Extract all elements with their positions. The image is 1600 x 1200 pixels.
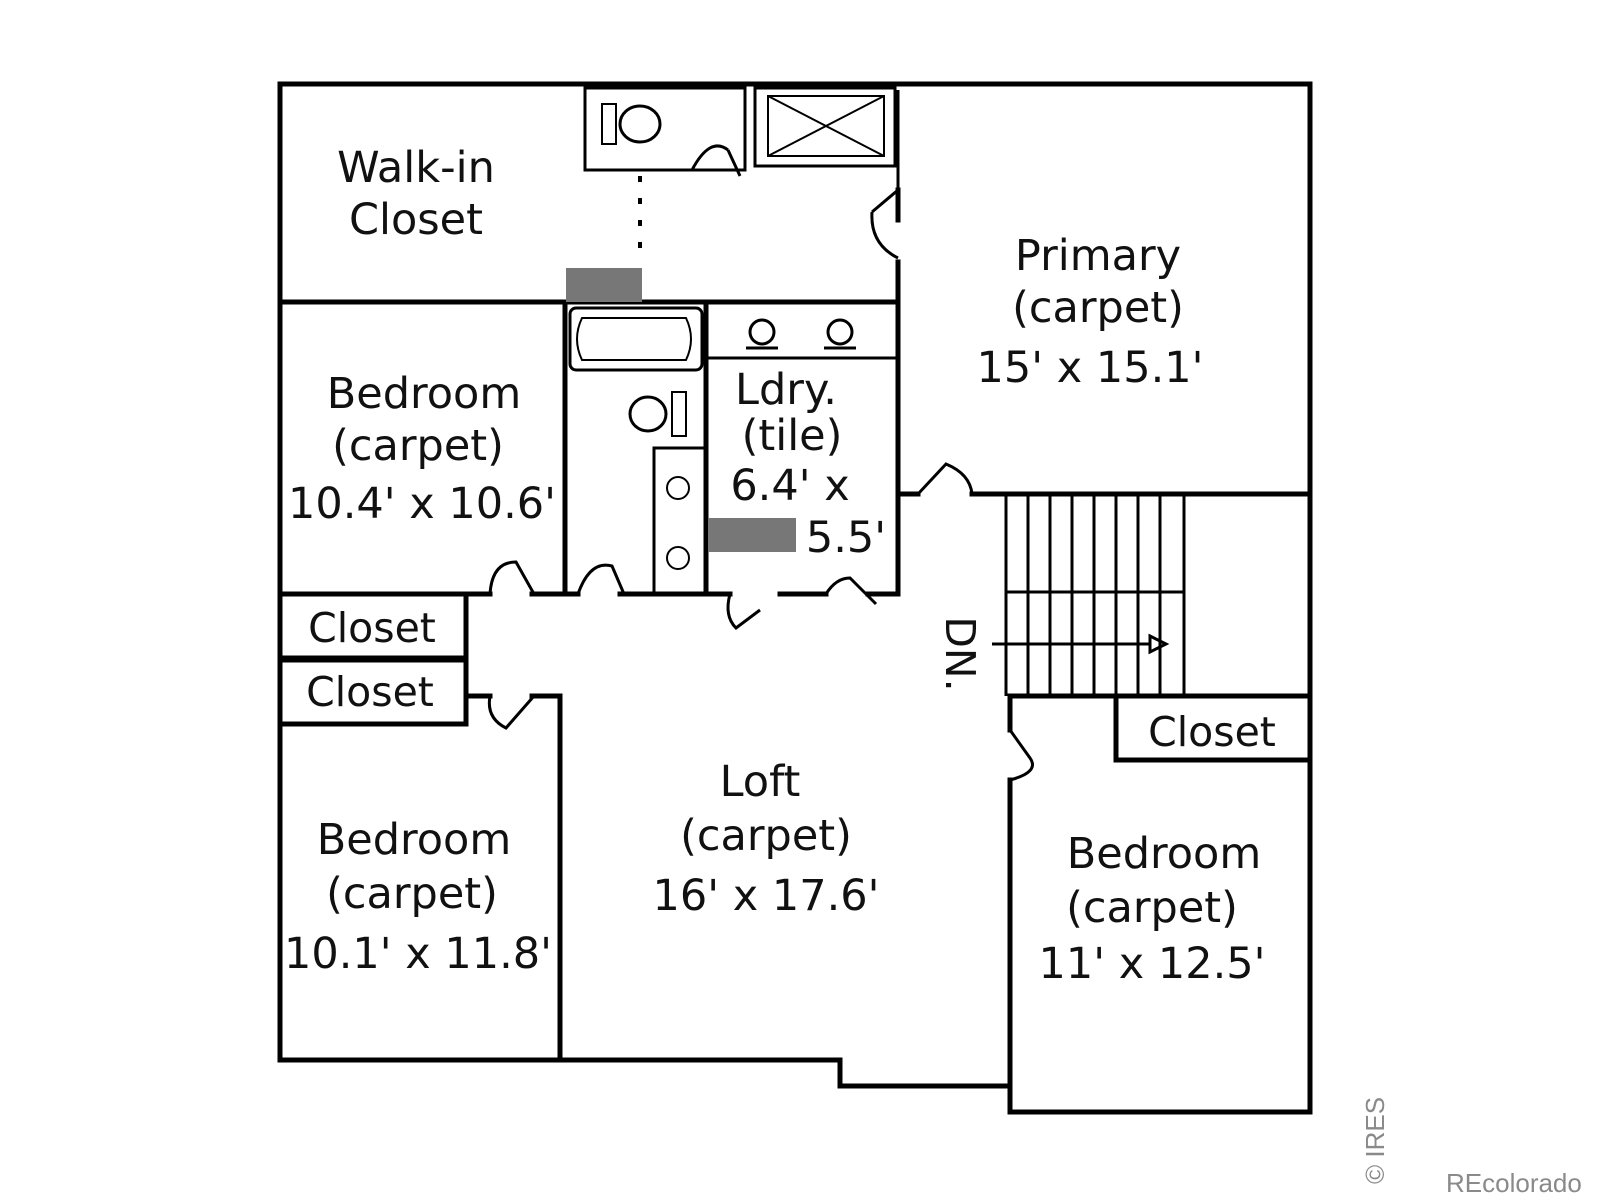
bathtub-icon bbox=[568, 306, 704, 372]
svg-text:16' x 17.6': 16' x 17.6' bbox=[653, 871, 880, 921]
cabinet-block bbox=[566, 268, 642, 302]
sink-icon bbox=[666, 476, 690, 500]
toilet-tank-icon bbox=[601, 103, 617, 145]
recolorado-watermark: REcolorado bbox=[1446, 1168, 1582, 1198]
room-bedroom-1: Bedroom (carpet) 10.4' x 10.6' bbox=[288, 369, 556, 529]
washer-icon bbox=[748, 318, 776, 346]
room-walk-in-closet: Walk-in Closet bbox=[337, 143, 495, 245]
svg-text:10.1' x 11.8': 10.1' x 11.8' bbox=[284, 929, 552, 979]
svg-text:Closet: Closet bbox=[1148, 708, 1276, 756]
svg-text:(carpet): (carpet) bbox=[1012, 283, 1184, 333]
svg-text:(carpet): (carpet) bbox=[1066, 883, 1238, 933]
svg-text:Closet: Closet bbox=[306, 668, 434, 716]
svg-text:Primary: Primary bbox=[1015, 231, 1181, 281]
dryer-icon bbox=[826, 318, 854, 346]
room-bedroom-3: Bedroom (carpet) 11' x 12.5' bbox=[1039, 829, 1266, 989]
svg-text:15' x 15.1': 15' x 15.1' bbox=[977, 343, 1204, 393]
toilet-icon bbox=[618, 104, 662, 144]
svg-text:(tile): (tile) bbox=[742, 411, 843, 461]
svg-text:10.4' x 10.6': 10.4' x 10.6' bbox=[288, 479, 556, 529]
svg-text:Loft: Loft bbox=[720, 757, 801, 807]
svg-text:Bedroom: Bedroom bbox=[317, 815, 512, 865]
svg-text:DN.: DN. bbox=[936, 616, 984, 691]
staircase bbox=[992, 494, 1184, 696]
sink-icon-2 bbox=[666, 546, 690, 570]
svg-text:(carpet): (carpet) bbox=[680, 811, 852, 861]
closet-3: Closet bbox=[1148, 708, 1276, 756]
laundry-counter bbox=[708, 518, 796, 552]
room-bedroom-2: Bedroom (carpet) 10.1' x 11.8' bbox=[284, 815, 552, 979]
toilet-tank-icon-2 bbox=[671, 391, 687, 437]
svg-text:(carpet): (carpet) bbox=[326, 869, 498, 919]
stairs-label: DN. bbox=[936, 616, 984, 691]
fixtures bbox=[566, 103, 856, 596]
ires-watermark: © IRES bbox=[1360, 1097, 1390, 1184]
vanity bbox=[652, 446, 708, 596]
closet-1: Closet bbox=[308, 604, 436, 652]
svg-text:(carpet): (carpet) bbox=[332, 421, 504, 471]
doors bbox=[487, 144, 1034, 782]
room-loft: Loft (carpet) 16' x 17.6' bbox=[653, 757, 880, 921]
svg-text:Closet: Closet bbox=[308, 604, 436, 652]
svg-text:Closet: Closet bbox=[349, 195, 483, 245]
svg-text:Bedroom: Bedroom bbox=[1067, 829, 1262, 879]
room-laundry: Ldry. (tile) 6.4' x 5.5' bbox=[730, 365, 886, 563]
svg-text:Bedroom: Bedroom bbox=[327, 369, 522, 419]
room-primary: Primary (carpet) 15' x 15.1' bbox=[977, 231, 1204, 393]
svg-text:11' x 12.5': 11' x 12.5' bbox=[1039, 939, 1266, 989]
svg-text:6.4' x: 6.4' x bbox=[730, 461, 849, 511]
svg-text:5.5': 5.5' bbox=[806, 513, 886, 563]
svg-text:Ldry.: Ldry. bbox=[735, 365, 837, 415]
svg-text:Walk-in: Walk-in bbox=[337, 143, 495, 193]
toilet-icon-2 bbox=[628, 395, 668, 433]
closet-2: Closet bbox=[306, 668, 434, 716]
